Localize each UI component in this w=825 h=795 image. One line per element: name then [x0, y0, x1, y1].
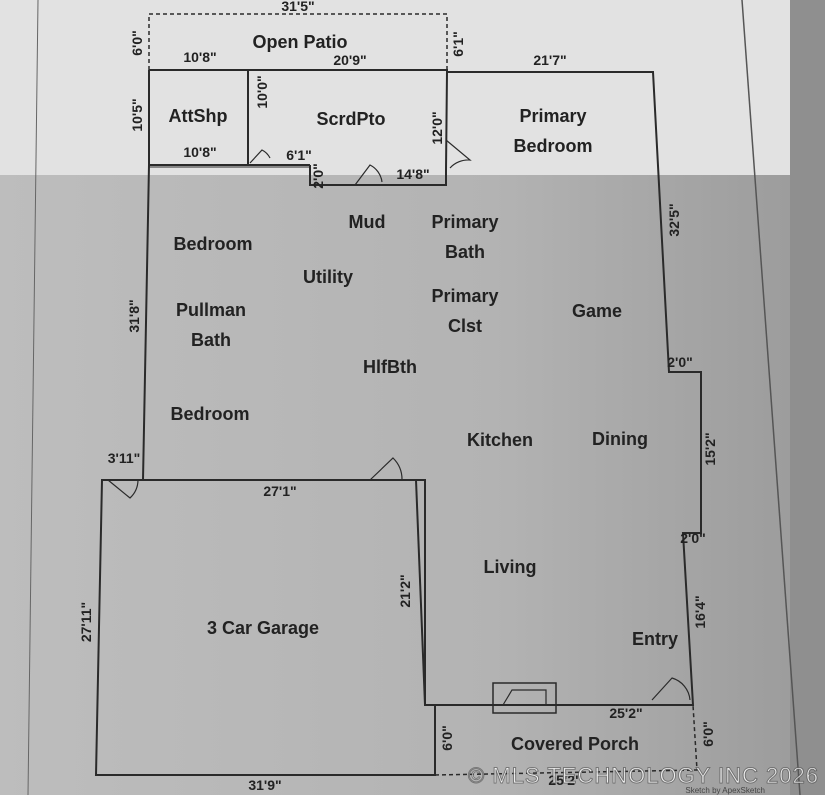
dim-patio-depth: 6'0": [129, 30, 145, 56]
room-primary-bath: Primary Bath: [431, 212, 499, 262]
room-kitchen: Kitchen: [466, 430, 534, 450]
dim-offset-c: 14'8": [396, 166, 430, 182]
room-primary-clst: Primary Clst: [431, 286, 499, 336]
room-entry: Entry: [631, 629, 679, 649]
room-open-patio: Open Patio: [252, 32, 348, 52]
door-swing: [369, 457, 403, 481]
room-3-car-garage: 3 Car Garage: [206, 618, 320, 638]
dim-attshp-width-bottom: 10'8": [183, 144, 217, 160]
dim-offset-a: 6'1": [286, 147, 312, 163]
dim-right-lower: 16'4": [692, 595, 708, 629]
door-swing: [445, 139, 472, 169]
room-hlf-bth: HlfBth: [363, 357, 417, 377]
room-att-shp: AttShp: [168, 106, 228, 126]
open-patio-outline: [148, 13, 448, 70]
room-bedroom: Bedroom: [170, 404, 250, 424]
dim-primary-bed-depth: 12'0": [429, 111, 445, 145]
dim-garage-left: 27'11": [78, 601, 94, 643]
fireplace: [492, 682, 557, 714]
room-game: Game: [571, 301, 623, 321]
room-bedroom: Bedroom: [173, 234, 253, 254]
dim-patio-width: 31'5": [281, 0, 315, 14]
dim-attshp-width-top: 10'8": [183, 49, 217, 65]
right-margin: [790, 0, 825, 795]
dim-porch-right: 6'0": [700, 721, 716, 747]
door-swing: [651, 677, 691, 701]
dim-porch-bottom: 25'2": [548, 772, 582, 788]
dim-patio-right: 6'1": [450, 31, 466, 57]
dim-scrdpto-depth: 10'0": [254, 75, 270, 109]
house-outline: [141, 69, 702, 706]
garage-outline: [94, 479, 436, 776]
dim-garage-jog: 3'11": [107, 450, 141, 466]
room-primary-bedroom: Primary Bedroom: [513, 106, 593, 156]
dim-attshp-depth: 10'5": [129, 98, 145, 132]
room-scrd-pto: ScrdPto: [316, 109, 386, 129]
dim-jog-upper: 2'0": [667, 354, 693, 370]
dim-garage-inner: 21'2": [397, 574, 413, 608]
dim-porch-left: 6'0": [439, 725, 455, 751]
dim-left-depth: 31'8": [126, 299, 142, 333]
covered-porch-outline: [434, 704, 698, 776]
door-swing: [354, 164, 383, 186]
door-swing: [107, 479, 139, 499]
dim-primary-width: 21'7": [533, 52, 567, 68]
dim-porch-width: 25'2": [609, 705, 643, 721]
room-pullman-bath: Pullman Bath: [175, 300, 246, 350]
dim-right-upper: 32'5": [666, 203, 682, 237]
dim-garage-top: 27'1": [263, 483, 297, 499]
room-living: Living: [483, 557, 537, 577]
door-swing: [249, 149, 271, 164]
dim-right-middle: 15'2": [702, 432, 718, 466]
dim-bottom-width: 31'9": [248, 777, 282, 793]
sketch-credit: Sketch by ApexSketch: [685, 786, 765, 795]
room-covered-porch: Covered Porch: [510, 734, 640, 754]
dim-jog-lower: 2'0": [680, 530, 706, 546]
copyright-watermark: © MLS TECHNOLOGY INC 2026: [468, 763, 819, 789]
room-dining: Dining: [592, 429, 648, 449]
dim-offset-b: 2'0": [310, 163, 326, 189]
dim-scrdpto-width: 20'9": [333, 52, 367, 68]
room-mud: Mud: [348, 212, 386, 232]
room-utility: Utility: [302, 267, 354, 287]
